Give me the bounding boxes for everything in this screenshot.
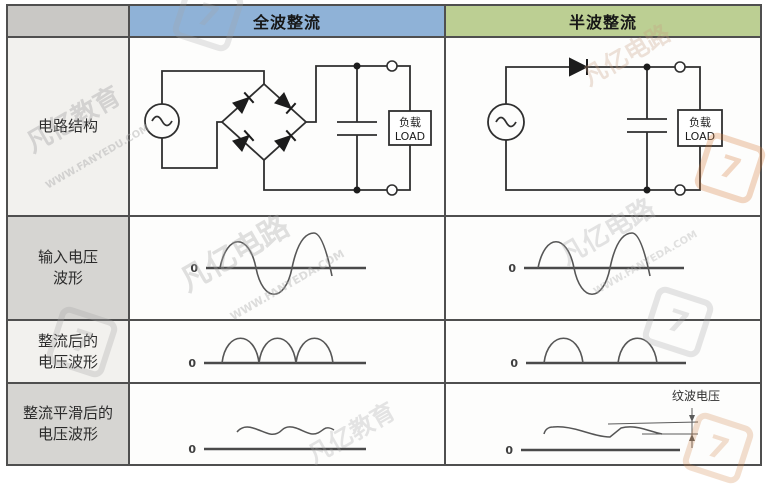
diode-icon xyxy=(274,129,297,152)
sine-wave xyxy=(219,232,333,296)
zero-label: 0 xyxy=(508,262,516,275)
header-full-wave: 全波整流 xyxy=(130,6,444,36)
full-wave-smoothed-waveform-cell: 0 xyxy=(130,384,444,464)
capacitor-icon xyxy=(627,67,667,190)
terminal-circle xyxy=(386,60,398,72)
smoothed-wave xyxy=(543,426,663,438)
half-wave-circuit: 负载 LOAD xyxy=(487,57,723,196)
zero-label: 0 xyxy=(510,357,518,370)
load-label-cn: 负载 xyxy=(689,115,711,129)
rectifier-comparison-diagram: { "header": { "corner": "", "full_wave":… xyxy=(6,0,766,486)
wire-output-bottom xyxy=(263,145,411,191)
row-label-input-waveform: 输入电压 波形 xyxy=(8,217,128,319)
full-wave-circuit-cell: 负载 LOAD xyxy=(130,38,444,215)
diode-icon xyxy=(274,92,297,115)
terminal-circle xyxy=(674,184,686,196)
ripple-annotation xyxy=(607,408,699,448)
ripple-voltage-label: 纹波电压 xyxy=(672,389,720,403)
header-half-wave-label: 半波整流 xyxy=(568,13,637,32)
diode-icon xyxy=(232,129,255,152)
rectified-wave xyxy=(543,337,658,364)
comparison-table: 全波整流 半波整流 电路结构 xyxy=(6,4,762,466)
half-wave-smoothed-waveform-cell: 0 纹波电压 xyxy=(446,384,760,464)
half-wave-smoothed-waveform: 0 纹波电压 xyxy=(505,389,720,457)
terminal-circle xyxy=(386,184,398,196)
rectified-wave xyxy=(221,337,334,364)
load-label-en: LOAD xyxy=(685,130,715,143)
node-dot xyxy=(643,63,651,71)
zero-label: 0 xyxy=(190,262,198,275)
node-dot xyxy=(353,62,361,70)
bridge-rectifier-icon xyxy=(220,82,308,162)
wire-bottom-rail xyxy=(505,140,701,191)
node-dot xyxy=(643,186,651,194)
wire-output-top xyxy=(306,65,411,123)
header-half-wave: 半波整流 xyxy=(446,6,760,36)
half-wave-circuit-cell: 负载 LOAD xyxy=(446,38,760,215)
zero-label: 0 xyxy=(188,357,196,370)
wire-top-rail xyxy=(505,66,701,110)
row-label-circuit-structure: 电路结构 xyxy=(8,38,128,215)
node-dot xyxy=(353,186,361,194)
header-full-wave-label: 全波整流 xyxy=(252,13,321,32)
ac-source-icon xyxy=(487,103,525,141)
half-wave-rectified-waveform-cell: 0 xyxy=(446,321,760,382)
half-wave-input-waveform-cell: 0 xyxy=(446,217,760,319)
ripple-arrow-icon xyxy=(689,415,695,441)
full-wave-input-waveform-cell: 0 xyxy=(130,217,444,319)
full-wave-rectified-waveform-cell: 0 xyxy=(130,321,444,382)
load-box xyxy=(677,109,723,147)
input-sine-waveform: 0 xyxy=(508,232,684,296)
input-sine-waveform: 0 xyxy=(190,232,366,296)
wire-source-top xyxy=(161,70,265,104)
row-label-rectified-waveform: 整流后的 电压波形 xyxy=(8,321,128,382)
ac-source-icon xyxy=(144,103,180,139)
diode-icon xyxy=(232,91,255,114)
wire-source-bottom xyxy=(161,121,222,169)
capacitor-icon xyxy=(337,66,377,190)
header-corner-cell xyxy=(8,6,128,36)
load-label-en: LOAD xyxy=(395,130,425,143)
terminal-circle xyxy=(674,61,686,73)
zero-label: 0 xyxy=(505,444,513,457)
half-wave-rectified-waveform: 0 xyxy=(510,337,686,370)
row-label-smoothed-waveform: 整流平滑后的 电压波形 xyxy=(8,384,128,464)
sine-wave xyxy=(537,232,651,296)
smoothed-wave xyxy=(236,426,335,435)
full-wave-rectified-waveform: 0 xyxy=(188,337,366,370)
zero-label: 0 xyxy=(188,443,196,456)
load-label-cn: 负载 xyxy=(399,115,421,129)
full-wave-bridge-circuit: 负载 LOAD xyxy=(144,60,432,196)
load-box xyxy=(388,110,432,146)
diode-icon xyxy=(569,57,589,77)
full-wave-smoothed-waveform: 0 xyxy=(188,426,366,456)
